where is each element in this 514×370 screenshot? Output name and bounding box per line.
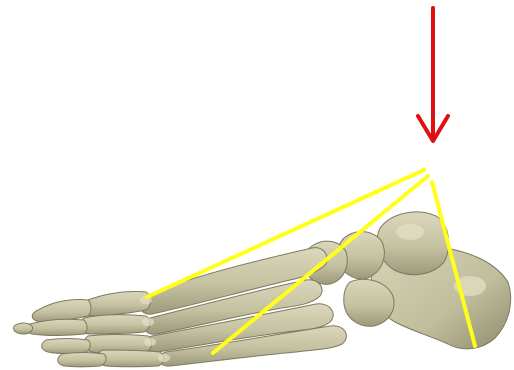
phalanx-2	[80, 315, 150, 334]
phalanx-1	[82, 291, 150, 316]
foot-skeleton	[14, 212, 511, 367]
toe-3	[14, 323, 33, 334]
toe-4	[42, 339, 90, 354]
talus-bone	[377, 212, 449, 275]
toe-5	[58, 353, 106, 367]
downward-arrow-icon	[418, 8, 448, 141]
phalanx-4	[98, 350, 164, 367]
toe-1	[32, 299, 91, 322]
toe-2	[26, 319, 87, 335]
